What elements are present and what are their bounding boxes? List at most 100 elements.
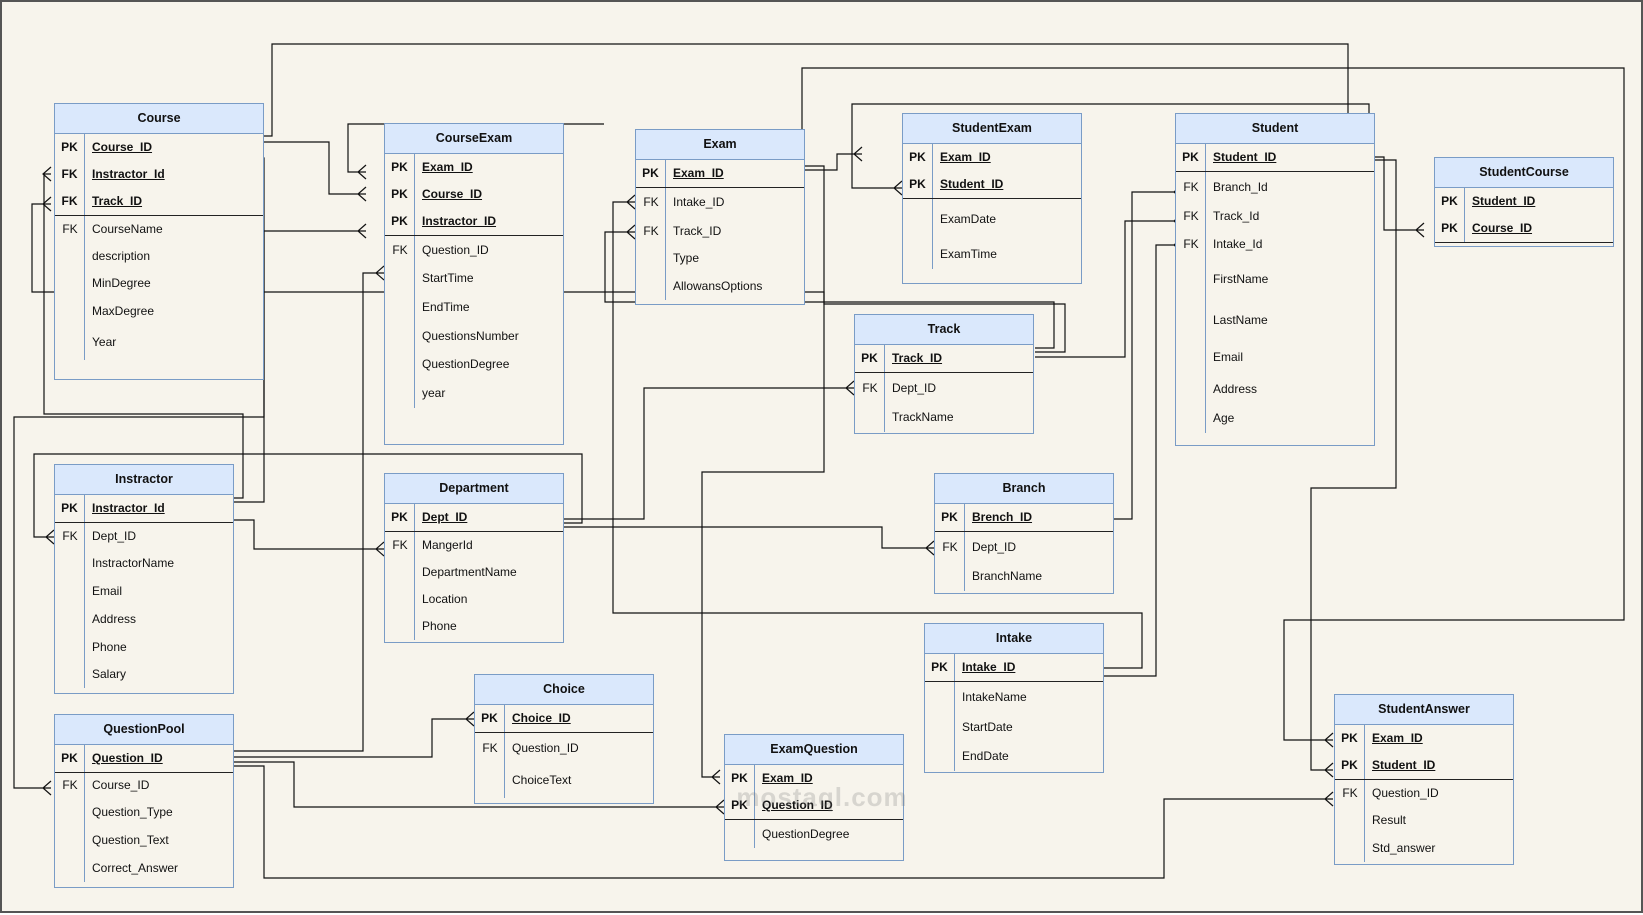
field-row: Email — [1176, 339, 1374, 375]
field-name: Email — [1213, 350, 1244, 364]
key-tag: PK — [385, 208, 415, 235]
field-name: BranchName — [972, 569, 1043, 583]
key-field-name: Track_ID — [892, 351, 943, 365]
fk-tag: FK — [1183, 209, 1199, 223]
field-name: Course_ID — [92, 778, 150, 792]
field-row: ExamTime — [903, 239, 1081, 269]
entity-title: StudentCourse — [1435, 158, 1613, 188]
field-row: AllowansOptions — [636, 272, 804, 300]
field-row: Location — [385, 586, 563, 613]
key-field-name: Exam_ID — [940, 150, 991, 164]
key-tag: PK — [385, 154, 415, 181]
fk-tag: FK — [643, 224, 659, 238]
field-row: QuestionDegree — [385, 350, 563, 378]
key-tag: FK — [55, 188, 85, 215]
fk-tag: FK — [1342, 786, 1358, 800]
fk-tag: FK — [62, 529, 78, 543]
field-name: Track_ID — [673, 224, 722, 238]
field-name: EndDate — [962, 749, 1009, 763]
field-name: MaxDegree — [92, 304, 155, 318]
key-field-name: Brench_ID — [972, 510, 1033, 524]
field-row: Address — [1176, 375, 1374, 403]
fk-tag: FK — [62, 222, 78, 236]
field-name: Dept_ID — [892, 381, 937, 395]
key-field-name: Student_ID — [1372, 758, 1436, 772]
rel-student-studentanswer — [1310, 159, 1397, 778]
key-tag: PK — [935, 504, 965, 531]
field-row: MinDegree — [55, 270, 263, 297]
field-name: ExamTime — [940, 247, 997, 261]
rel-intake-student — [1103, 237, 1183, 677]
field-name: Intake_ID — [673, 195, 725, 209]
field-row: InstractorName — [55, 550, 233, 577]
entity-title: CourseExam — [385, 124, 563, 154]
field-name: Question_Type — [92, 805, 173, 819]
rel-department-track — [564, 380, 855, 520]
field-row: StartDate — [925, 713, 1103, 742]
field-name: Age — [1213, 411, 1235, 425]
field-row: Age — [1176, 403, 1374, 433]
field-row: DepartmentName — [385, 559, 563, 586]
field-name: StartTime — [422, 271, 474, 285]
key-tag: PK — [475, 705, 505, 732]
rel-student-studentcourse — [1369, 156, 1425, 238]
rel-department-branch — [564, 526, 935, 556]
entity-title: Choice — [475, 675, 653, 705]
rel-questionpool-courseexam — [232, 265, 385, 752]
field-row: StartTime — [385, 264, 563, 292]
fk-tag: FK — [482, 741, 498, 755]
fk-tag: FK — [942, 540, 958, 554]
field-row: QuestionDegree — [725, 820, 903, 848]
fk-tag: FK — [1183, 237, 1199, 251]
key-field-name: Student_ID — [1472, 194, 1536, 208]
field-name: description — [92, 249, 151, 263]
field-name: LastName — [1213, 313, 1268, 327]
field-name: Phone — [92, 640, 127, 654]
key-field-name: Student_ID — [940, 177, 1004, 191]
field-name: QuestionDegree — [422, 357, 510, 371]
field-name: AllowansOptions — [673, 279, 763, 293]
field-row: Correct_Answer — [55, 854, 233, 882]
rel-exam-examquestion — [701, 165, 825, 785]
fk-tag: FK — [1183, 180, 1199, 194]
key-tag: PK — [55, 745, 85, 772]
field-row: FK Track_ID — [636, 217, 804, 245]
entity-title: ExamQuestion — [725, 735, 903, 765]
field-name: QuestionsNumber — [422, 329, 519, 343]
field-name: Location — [422, 592, 468, 606]
field-name: Question_Text — [92, 833, 169, 847]
key-field-name: Intake_ID — [962, 660, 1016, 674]
